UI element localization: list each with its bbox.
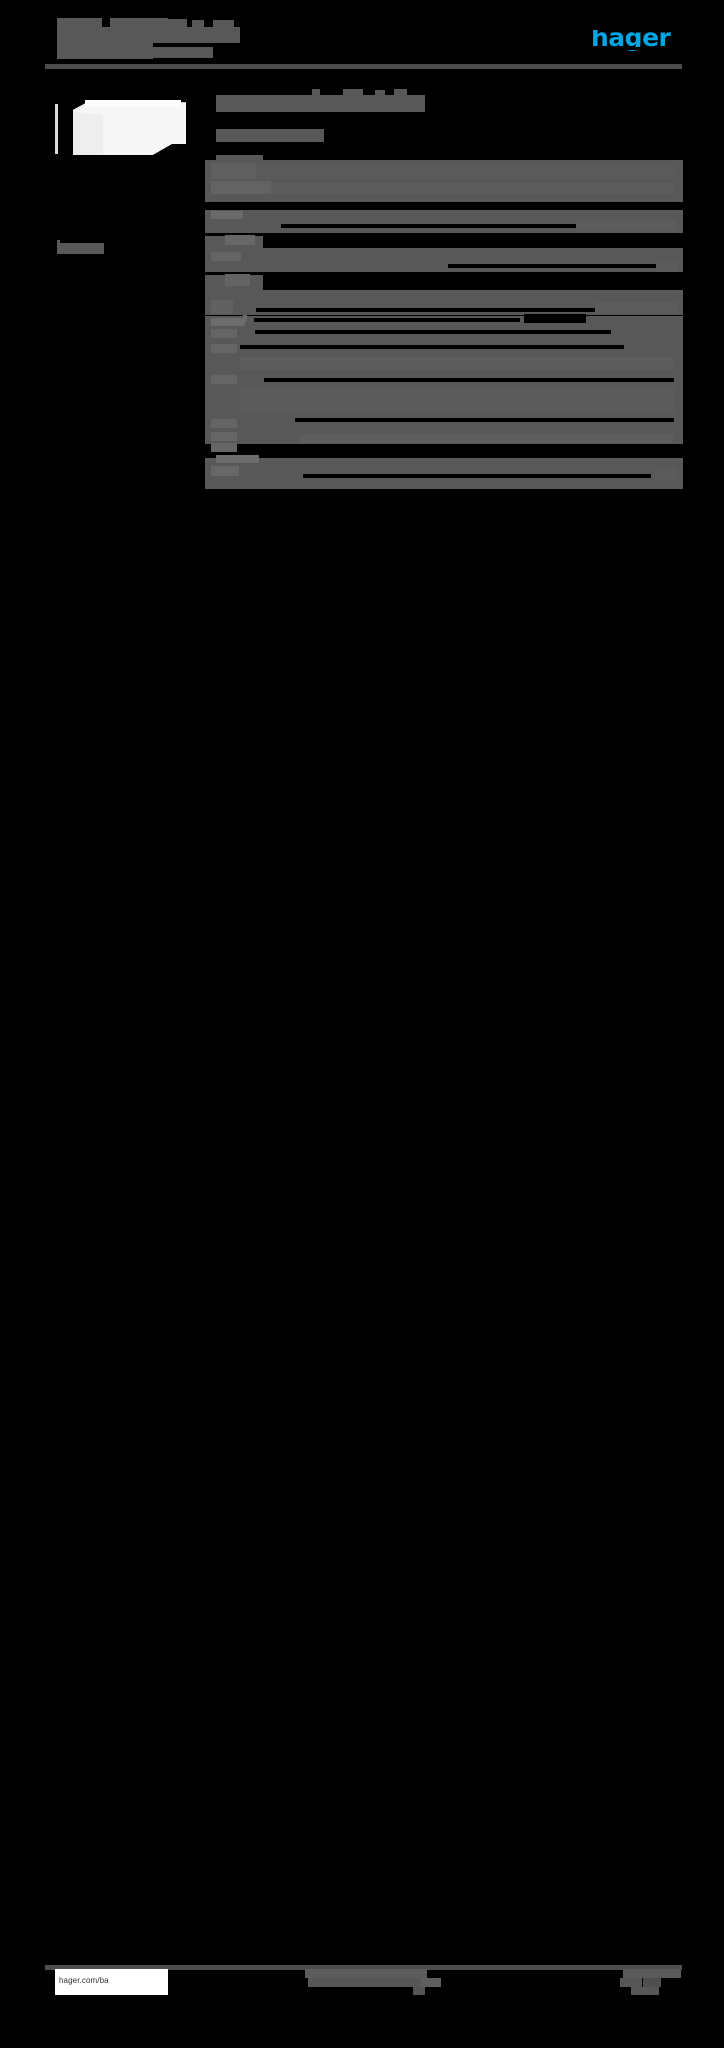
table-row-gap [263, 234, 683, 248]
section-pre-heading [216, 155, 263, 161]
page-subtitle-tail [268, 129, 324, 142]
section-header-line-2-key [211, 181, 271, 194]
table-row-key [211, 443, 237, 452]
table-row-key [211, 432, 237, 441]
table-bottom-edge [205, 486, 683, 489]
table-row-key [211, 252, 241, 261]
table-row-text-block [300, 434, 674, 443]
table-row-key [211, 318, 245, 326]
table-row-value [656, 260, 678, 271]
header-subtitle [153, 47, 213, 58]
footer-center-text [421, 1978, 441, 1987]
page-title-ascender [375, 90, 385, 96]
table-row-leader [256, 308, 595, 312]
table-row-key [225, 235, 255, 245]
header-title-fragment [152, 19, 187, 29]
product-photo [55, 92, 186, 160]
table-row-key [216, 455, 259, 463]
table-row-value [595, 302, 677, 313]
footer-center-text [413, 1987, 425, 1995]
page-title-ascender [394, 89, 407, 96]
logo-crop-mask-top [591, 27, 674, 30]
logo-crop-mask-b [660, 24, 674, 30]
table-row-key [211, 466, 239, 476]
table-row-gap [524, 314, 586, 323]
table-row-leader [295, 418, 674, 422]
table-row-leader [303, 474, 651, 478]
product-side-label [57, 243, 104, 254]
product-top-highlight [85, 100, 181, 107]
footer-url-link[interactable]: hager.com/ba [59, 1976, 109, 1985]
header-title-line-2 [57, 43, 153, 59]
table-row-leader [264, 378, 674, 382]
table-row-key [211, 344, 237, 353]
page-title [216, 95, 425, 112]
footer-center-text [308, 1978, 421, 1987]
datasheet-page: hager [0, 0, 724, 1995]
table-row-value [576, 220, 676, 231]
table-row-gap [263, 272, 683, 290]
side-label-tick [57, 240, 60, 243]
section-header-line-2-text [271, 183, 673, 193]
footer-right-text [643, 1978, 661, 1987]
header-title-fragment [110, 18, 168, 29]
product-left-edge [55, 104, 58, 154]
header-title-fragment [213, 20, 234, 29]
document-header: hager [0, 0, 724, 72]
header-divider [45, 64, 682, 69]
table-row-key-tick [243, 315, 247, 321]
footer-right-text [623, 1969, 681, 1978]
hager-logo[interactable]: hager [591, 23, 671, 52]
table-row-leader [254, 318, 520, 322]
table-row-key [211, 375, 237, 384]
header-title-line-1-tail [197, 27, 240, 43]
product-front-face [73, 112, 103, 155]
section-header-line-1-text [256, 163, 677, 179]
section-header-line-1-key [211, 163, 256, 179]
table-row-key [211, 211, 243, 219]
table-row-text-block [240, 386, 674, 414]
table-row-leader [255, 330, 611, 334]
document-footer: hager.com/ba [0, 980, 724, 1995]
page-subtitle [216, 129, 268, 142]
logo-crop-mask-a [621, 24, 631, 30]
table-row-key [211, 329, 237, 338]
table-row-key [211, 300, 233, 314]
table-row-key [211, 419, 237, 428]
header-title-fragment [57, 18, 102, 29]
logo-crop-mask-bottom [591, 47, 674, 50]
table-row-key [225, 274, 250, 286]
footer-right-text [620, 1978, 642, 1987]
spec-table-3 [205, 458, 683, 488]
footer-page-number [631, 1987, 659, 1995]
table-row-leader [240, 345, 624, 349]
page-title-ascender [312, 89, 320, 96]
page-title-ascender [343, 89, 363, 96]
table-row-leader [448, 264, 656, 268]
header-title-line-1 [57, 27, 197, 43]
table-row-leader [281, 224, 576, 228]
table-row-text-block [240, 357, 674, 369]
footer-center-text [305, 1969, 427, 1978]
table-row-value [655, 468, 677, 479]
header-title-fragment [192, 20, 204, 29]
